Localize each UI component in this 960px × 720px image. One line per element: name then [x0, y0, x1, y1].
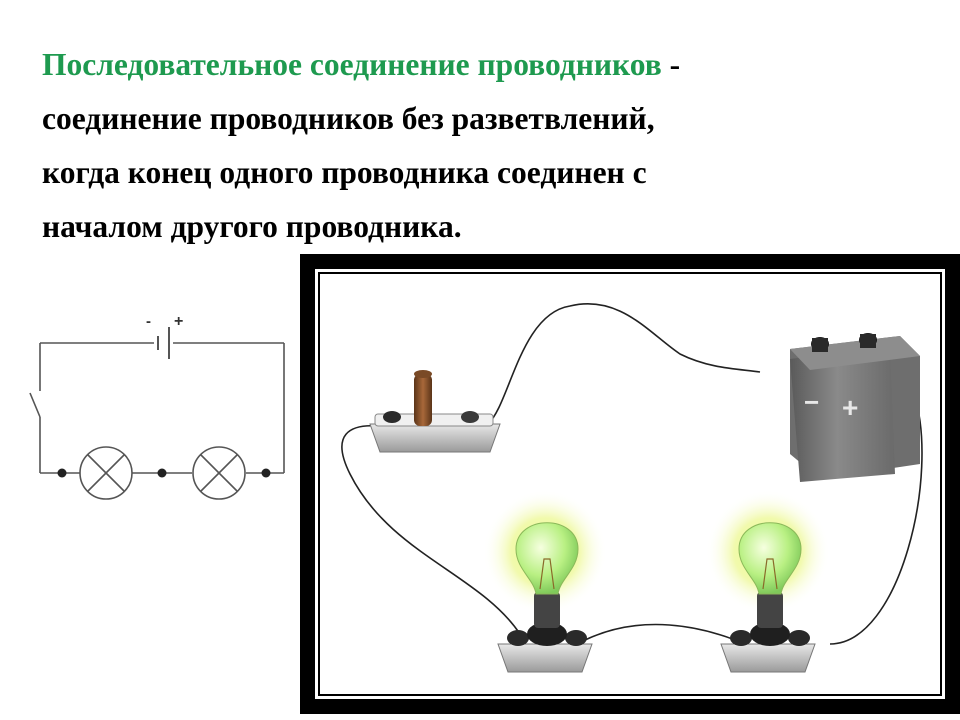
schematic-lamp-2 — [192, 446, 246, 500]
schematic-lamp-1 — [79, 446, 133, 500]
switch-key — [369, 370, 501, 453]
circuit-illustration-frame: − + — [300, 254, 960, 714]
junction-dot — [261, 468, 271, 478]
lamp-1 — [483, 490, 607, 673]
definition-term: Последовательное соединение проводников — [42, 47, 662, 82]
definition-line-4: началом другого проводника. — [42, 209, 462, 244]
junction-dot — [57, 468, 67, 478]
junction-dot — [157, 468, 167, 478]
battery: − + — [790, 333, 920, 482]
switch-blade — [29, 392, 41, 418]
lamp-2 — [706, 490, 830, 673]
definition-text: Последовательное соединение проводников … — [42, 38, 922, 254]
definition-line-2: соединение проводников без разветвлений, — [42, 101, 655, 136]
definition-dash: - — [661, 47, 681, 82]
series-circuit-schematic: - + — [29, 313, 285, 500]
battery-plus-label: + — [174, 313, 183, 330]
circuit-illustration: − + — [320, 274, 940, 694]
battery-plus-sign: + — [842, 392, 858, 423]
definition-line-3: когда конец одного проводника соединен с — [42, 155, 647, 190]
definition-line-1: Последовательное соединение проводников … — [42, 38, 922, 92]
battery-minus-label: - — [146, 313, 151, 330]
battery-minus-sign: − — [804, 387, 819, 417]
